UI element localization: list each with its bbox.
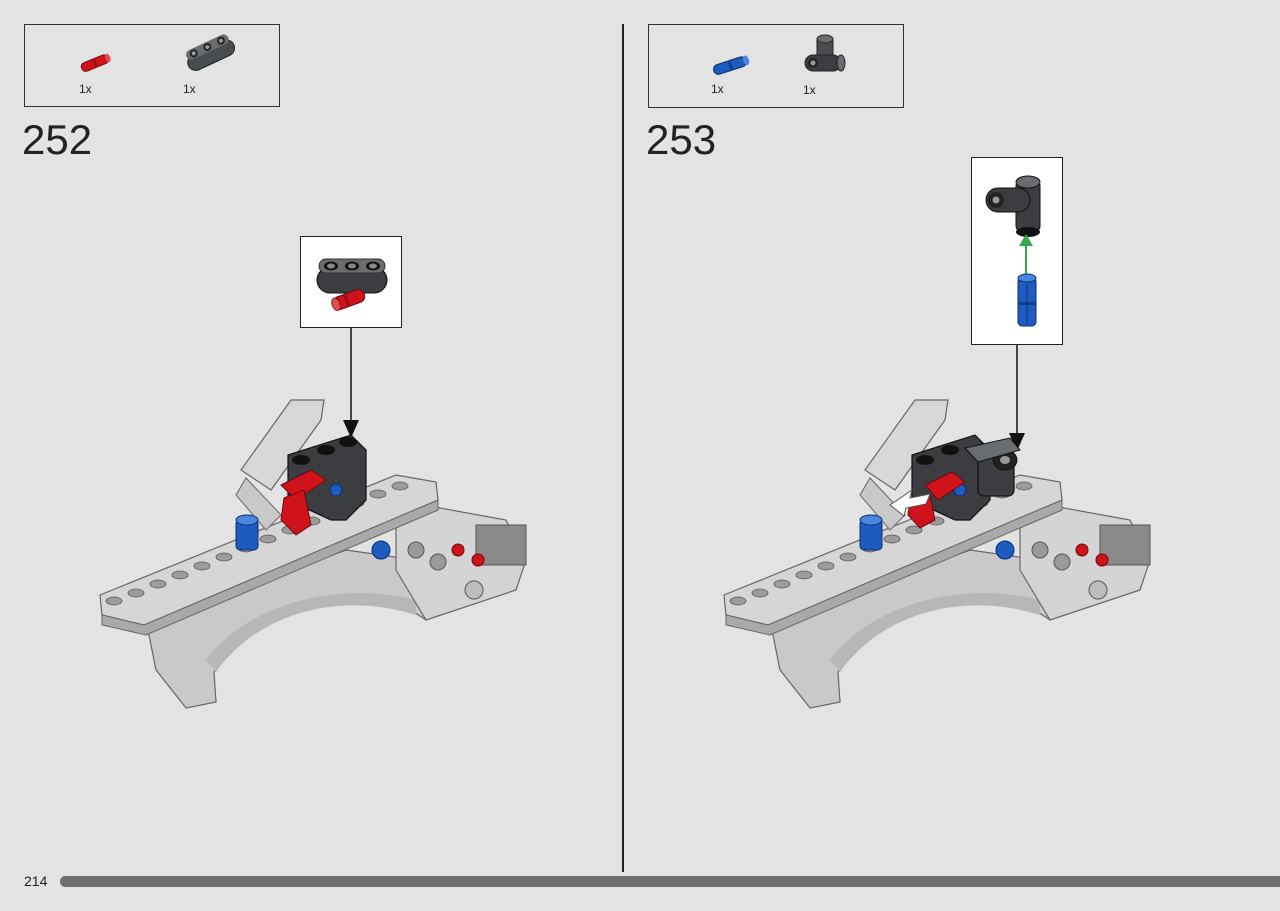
assembly-model-step-253 (723, 399, 1151, 709)
page-divider (622, 24, 624, 872)
beam-with-red-pin-icon (316, 258, 388, 311)
dark-gray-angle-connector-icon: 1x (799, 27, 879, 97)
progress-bar-fill (60, 876, 1280, 887)
qty-label: 1x (803, 83, 816, 97)
arrow-down-step-253 (1009, 345, 1025, 451)
parts-list-step-253: 1x 1x (648, 24, 904, 108)
red-axle-pin-icon: 1x (69, 33, 149, 103)
assembly-model-step-252 (99, 399, 527, 709)
arrow-down-step-252 (343, 328, 359, 438)
callout-box-step-252 (300, 236, 402, 328)
parts-list-step-252: 1x 1x (24, 24, 280, 107)
step-number: 253 (646, 116, 717, 163)
page-number: 214 (24, 873, 48, 889)
progress-bar (60, 876, 1280, 887)
angle-connector-with-blue-pin-icon (985, 175, 1041, 327)
blue-axle-pin-icon: 1x (705, 35, 785, 105)
step-number: 252 (22, 116, 93, 163)
qty-label: 1x (79, 82, 92, 96)
callout-box-step-253 (971, 157, 1063, 345)
qty-label: 1x (711, 82, 724, 96)
dark-gray-beam-icon: 1x (177, 27, 257, 97)
qty-label: 1x (183, 82, 196, 96)
